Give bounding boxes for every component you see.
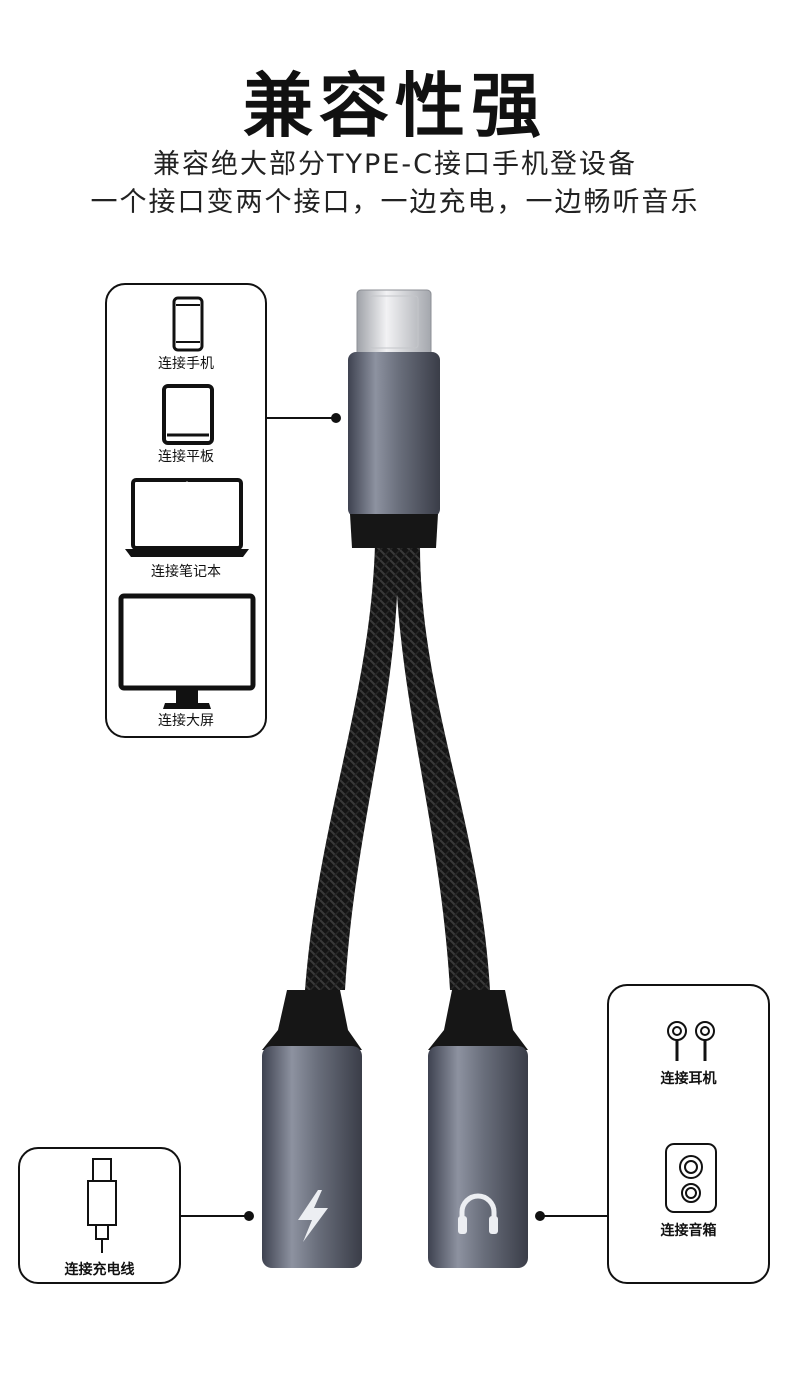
subtitle-line-2: 一个接口变两个接口，一边充电，一边畅听音乐 xyxy=(90,187,700,218)
device-label-monitor: 连接大屏 xyxy=(158,713,214,729)
monitor-icon xyxy=(118,593,256,709)
phone-icon xyxy=(172,296,204,352)
cable-right xyxy=(395,545,490,990)
headphone-icon xyxy=(459,1193,497,1227)
audio-label-speaker: 连接音箱 xyxy=(660,1223,717,1239)
device-label-tablet: 连接平板 xyxy=(158,449,214,465)
charge-label: 连接充电线 xyxy=(64,1262,135,1278)
devices-card: 连接手机 连接平板 连接笔记本 连接大屏 xyxy=(105,283,267,738)
usb-c-housing xyxy=(348,352,440,517)
charging-port-housing xyxy=(262,1046,362,1268)
cable-left xyxy=(305,545,399,990)
speaker-icon xyxy=(665,1143,717,1213)
audio-card: 连接耳机 连接音箱 xyxy=(607,984,770,1284)
charging-card: 连接充电线 xyxy=(18,1147,181,1284)
charging-cable-icon xyxy=(87,1158,117,1253)
laptop-icon xyxy=(125,478,249,557)
tablet-icon xyxy=(162,384,214,445)
audio-label-earphone: 连接耳机 xyxy=(660,1071,717,1087)
audio-port-housing xyxy=(428,1046,528,1268)
subtitle-line-1: 兼容绝大部分TYPE-C接口手机登设备 xyxy=(153,149,637,180)
page-title: 兼容性强 xyxy=(243,65,547,147)
device-label-phone: 连接手机 xyxy=(158,356,214,372)
lightning-icon xyxy=(298,1190,328,1242)
device-label-laptop: 连接笔记本 xyxy=(151,564,221,580)
earphone-icon xyxy=(667,1021,715,1061)
